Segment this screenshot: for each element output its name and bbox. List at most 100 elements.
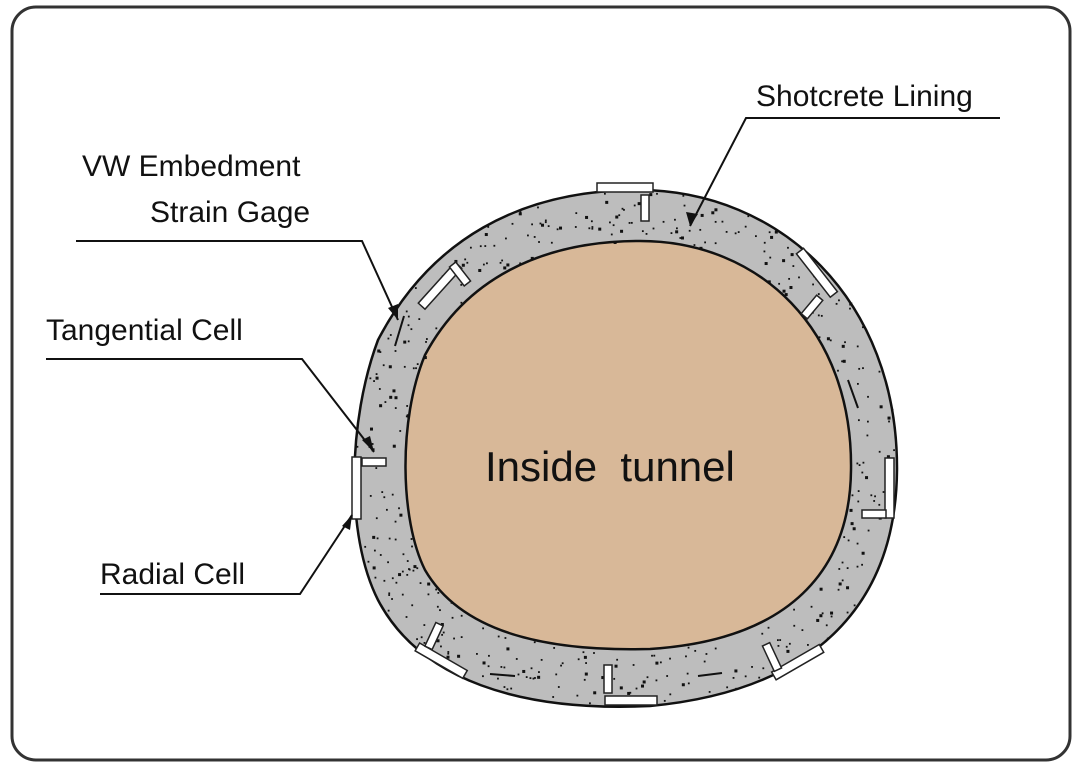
speckle <box>849 302 853 306</box>
speckle <box>682 194 685 197</box>
speckle <box>620 229 624 233</box>
speckle <box>389 334 392 336</box>
speckle <box>406 405 409 407</box>
speckle <box>383 496 386 499</box>
speckle <box>618 214 621 217</box>
speckle <box>862 461 865 464</box>
invert-tangential-cell <box>604 695 658 706</box>
speckle <box>856 462 859 465</box>
speckle <box>478 268 482 272</box>
speckle <box>552 696 555 698</box>
speckle <box>446 655 450 659</box>
speckle <box>853 604 856 607</box>
speckle <box>793 608 795 611</box>
speckle <box>786 649 790 653</box>
speckle <box>377 349 381 353</box>
speckle <box>762 667 765 670</box>
right-wall-radial-cell <box>884 457 895 519</box>
speckle <box>484 245 487 247</box>
speckle <box>416 567 419 570</box>
speckle <box>460 614 463 617</box>
speckle <box>384 401 387 403</box>
speckle <box>641 230 644 233</box>
speckle <box>782 289 786 293</box>
speckle <box>537 675 541 679</box>
speckle <box>533 641 536 644</box>
speckle <box>425 341 427 343</box>
speckle <box>519 211 522 213</box>
speckle <box>593 691 597 695</box>
left-wall-tangential-cell <box>361 457 387 467</box>
speckle <box>619 686 623 690</box>
speckle <box>693 244 696 246</box>
speckle <box>364 545 367 548</box>
speckle <box>500 666 503 668</box>
speckle <box>411 604 414 607</box>
speckle <box>837 369 839 372</box>
speckle <box>460 283 463 286</box>
speckle <box>649 193 653 197</box>
speckle <box>407 324 410 327</box>
speckle <box>420 636 423 639</box>
speckle <box>627 691 631 695</box>
speckle <box>646 676 649 679</box>
speckle <box>453 637 455 640</box>
speckle <box>482 675 484 678</box>
speckle <box>439 609 441 612</box>
speckle <box>423 356 427 360</box>
speckle <box>381 491 384 493</box>
speckle <box>621 207 624 210</box>
speckle <box>630 221 633 224</box>
strain-gage-right <box>847 379 859 409</box>
speckle <box>792 265 795 267</box>
speckle <box>817 314 820 317</box>
speckle <box>891 408 894 411</box>
speckle <box>391 577 394 580</box>
speckle <box>714 647 717 650</box>
speckle <box>538 241 540 243</box>
speckle <box>866 420 869 423</box>
speckle <box>616 658 619 661</box>
speckle <box>423 624 426 626</box>
speckle <box>685 655 687 658</box>
speckle <box>703 660 706 663</box>
speckle <box>539 222 542 225</box>
speckle <box>817 293 820 295</box>
speckle <box>628 222 631 224</box>
speckle <box>410 328 413 331</box>
speckle <box>442 631 445 634</box>
speckle <box>555 673 558 676</box>
speckle <box>879 405 883 409</box>
arrowhead-tangential <box>362 436 374 452</box>
speckle <box>532 677 535 680</box>
speckle <box>506 263 510 267</box>
speckle <box>856 382 859 385</box>
speckle <box>856 542 859 545</box>
speckle <box>367 560 370 563</box>
arrowhead-radial <box>342 515 352 530</box>
speckle <box>466 261 469 264</box>
speckle <box>560 664 562 667</box>
speckle <box>506 647 510 651</box>
speckle <box>603 192 606 195</box>
speckle <box>451 616 454 619</box>
speckle <box>497 677 499 680</box>
speckle <box>540 658 543 661</box>
speckle <box>401 593 404 596</box>
speckle <box>777 644 780 647</box>
label-radial-cell: Radial Cell <box>100 558 245 591</box>
speckle <box>862 326 864 329</box>
speckle <box>830 615 833 618</box>
speckle <box>687 646 690 649</box>
speckle <box>683 204 686 207</box>
speckle <box>369 427 373 431</box>
strain-gage-left <box>394 315 405 347</box>
speckle <box>613 677 616 680</box>
speckle <box>785 645 788 648</box>
speckle <box>700 213 704 217</box>
speckle <box>609 221 611 224</box>
speckle <box>530 667 533 670</box>
speckle <box>681 683 685 687</box>
speckle <box>503 666 506 669</box>
